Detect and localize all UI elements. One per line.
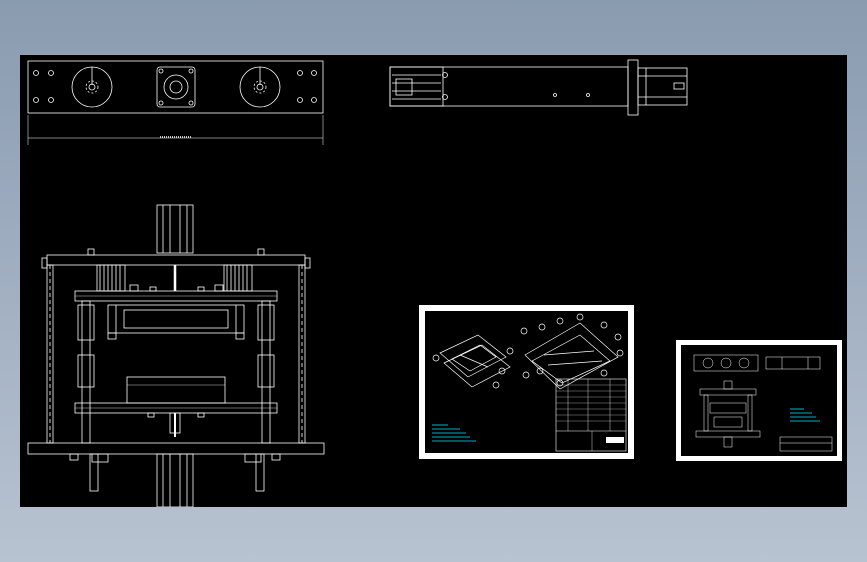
front-assembly-view bbox=[27, 204, 325, 507]
cad-drawing-canvas[interactable] bbox=[20, 55, 847, 507]
sheet-thumbnail-small[interactable] bbox=[676, 340, 842, 461]
side-profile-view bbox=[389, 59, 688, 116]
top-plate-view bbox=[27, 60, 324, 145]
sheet-thumbnail-large[interactable] bbox=[419, 305, 634, 459]
